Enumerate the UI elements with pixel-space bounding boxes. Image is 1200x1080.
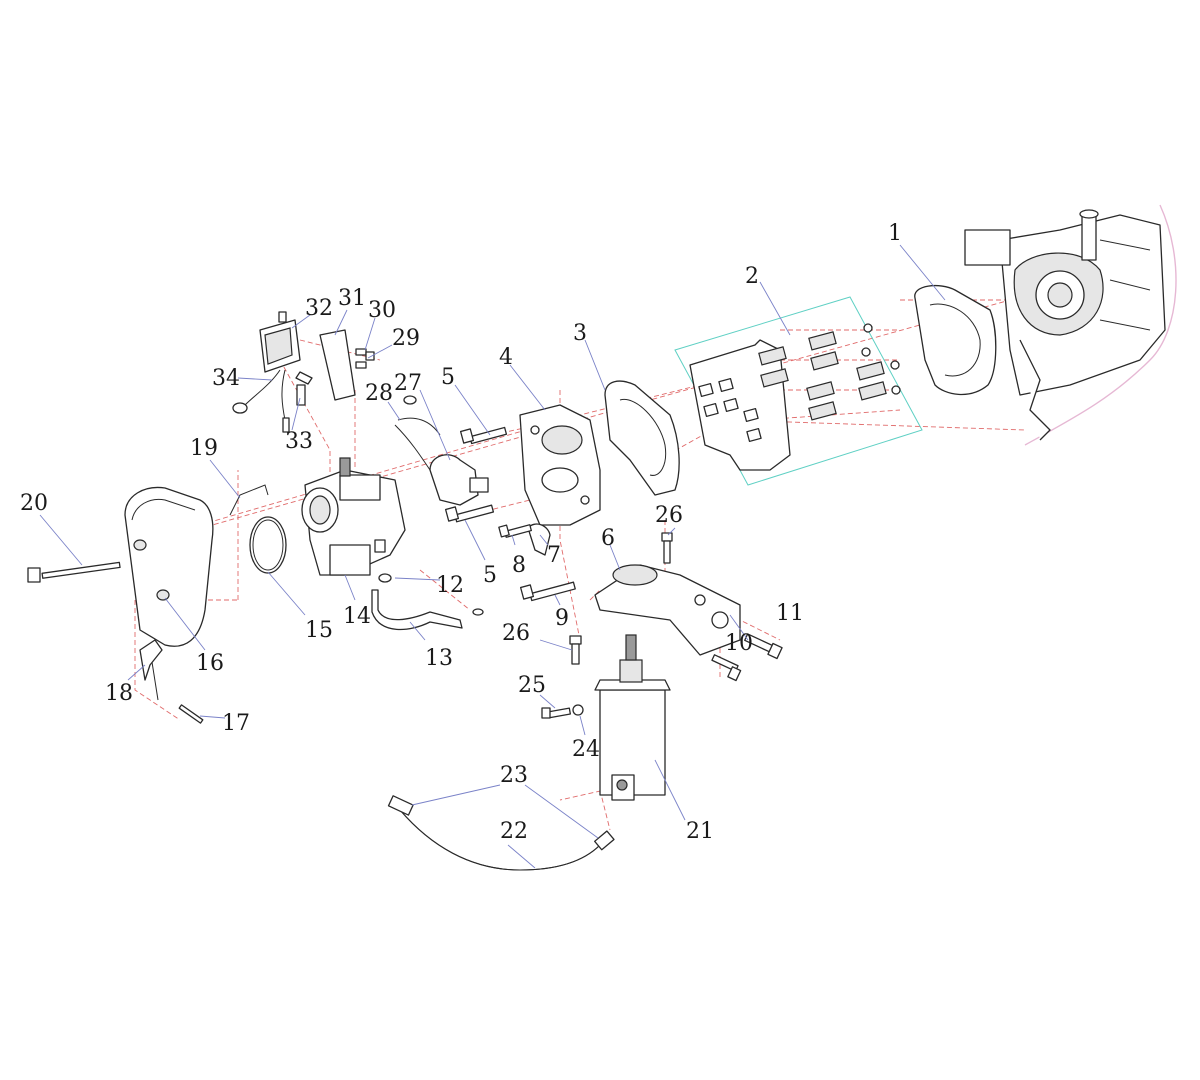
- starter-bracket-part-6: [594, 564, 741, 656]
- callout-13: 13: [425, 646, 453, 671]
- callout-22: 22: [500, 819, 528, 844]
- carburetor-part-14: [301, 457, 406, 576]
- callout-9: 9: [555, 606, 569, 631]
- bolt-part-25: [541, 707, 572, 719]
- section-boundary-arc: [1024, 204, 1177, 446]
- clip-part-12: [378, 573, 392, 583]
- crankcase-part-1: [964, 209, 1166, 441]
- callout-17: 17: [222, 711, 250, 736]
- bolt-part-8: [498, 524, 532, 538]
- lever-part-17: [178, 704, 204, 724]
- ignition-coil-part-27: [429, 454, 489, 506]
- callout-1: 1: [888, 221, 902, 246]
- bolt-part-5-lower: [444, 504, 495, 523]
- callout-31: 31: [338, 286, 366, 311]
- callout-32: 32: [305, 296, 333, 321]
- callout-16: 16: [196, 651, 224, 676]
- fuel-hose-part-13: [371, 589, 463, 631]
- callout-labels: 1 2 3 4 5 5 6 7 8 9 10 11 12 13 14 15 16…: [20, 221, 902, 844]
- small-clip-part-12b: [472, 608, 484, 616]
- callout-25: 25: [518, 673, 546, 698]
- washer-part-24: [572, 704, 584, 716]
- cable-terminal-part-23-left: [387, 795, 414, 816]
- plunger-part-33: [295, 371, 313, 406]
- cable-terminal-part-23-right: [594, 830, 615, 851]
- wire-harness-part-34: [232, 369, 290, 433]
- callout-19: 19: [190, 436, 218, 461]
- callout-11: 11: [776, 601, 804, 626]
- bracket-part-31: [319, 329, 356, 401]
- air-silencer-part-16: [124, 486, 214, 647]
- gasket-part-3: [604, 380, 680, 496]
- pin-part-26-upper: [661, 532, 673, 564]
- callout-30: 30: [368, 298, 396, 323]
- callout-8: 8: [512, 553, 526, 578]
- starter-motor-part-21: [594, 634, 671, 801]
- bracket-part-7: [527, 523, 551, 556]
- callout-34: 34: [212, 366, 240, 391]
- callout-24: 24: [572, 737, 600, 762]
- callout-33: 33: [285, 429, 313, 454]
- leader-lines: [39, 244, 946, 869]
- callout-10: 10: [725, 631, 753, 656]
- callout-4: 4: [499, 345, 513, 370]
- solenoid-part-32: [259, 311, 301, 373]
- callout-27: 27: [394, 371, 422, 396]
- callout-18: 18: [105, 681, 133, 706]
- choke-bracket-part-18: [139, 639, 163, 701]
- callout-29: 29: [392, 326, 420, 351]
- bolt-part-11: [744, 633, 783, 660]
- bolt-part-10: [711, 654, 742, 682]
- callout-3: 3: [573, 321, 587, 346]
- coil-wire-part-28: [394, 395, 441, 471]
- pin-part-26-lower: [569, 635, 582, 665]
- callout-23: 23: [500, 763, 528, 788]
- starter-cable-part-22: [399, 809, 601, 871]
- callout-26-upper: 26: [655, 503, 683, 528]
- callout-26-lower: 26: [502, 621, 530, 646]
- callout-21: 21: [686, 819, 714, 844]
- callout-20: 20: [20, 491, 48, 516]
- bolt-part-9: [519, 581, 576, 602]
- screws-part-29-30: [355, 348, 375, 369]
- callout-5-upper: 5: [441, 365, 455, 390]
- callout-7: 7: [547, 543, 561, 568]
- callout-2: 2: [745, 264, 759, 289]
- callout-12: 12: [436, 573, 464, 598]
- o-ring-part-15: [249, 516, 287, 574]
- reed-plate-part-2: [689, 323, 901, 471]
- long-bolt-part-20: [27, 561, 121, 583]
- rod-part-19: [229, 484, 269, 516]
- bolt-part-5-upper: [459, 426, 508, 445]
- callout-28: 28: [365, 381, 393, 406]
- callout-14: 14: [343, 604, 371, 629]
- gasket-part-1: [914, 284, 997, 396]
- callout-15: 15: [305, 618, 333, 643]
- intake-plate-part-4: [519, 404, 601, 526]
- callout-6: 6: [601, 526, 615, 551]
- callout-5-lower: 5: [483, 563, 497, 588]
